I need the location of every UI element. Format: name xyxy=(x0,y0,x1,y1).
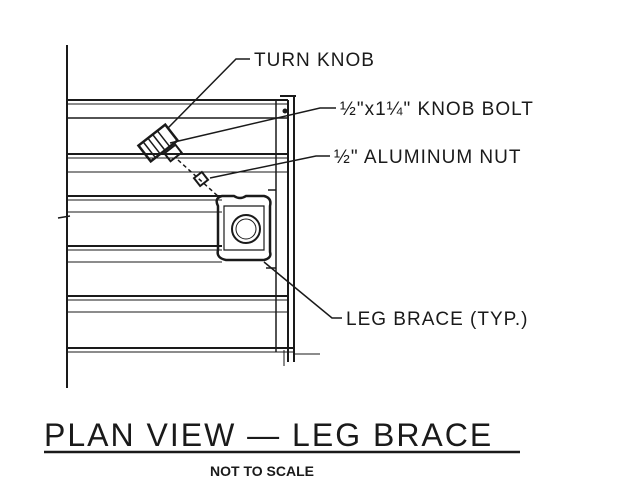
frame-rail xyxy=(266,95,296,366)
label-knob-bolt: ½"x1¼" KNOB BOLT xyxy=(340,99,534,120)
turn-knob-assembly xyxy=(136,122,221,199)
wall-tick xyxy=(57,215,71,219)
deck-boards xyxy=(67,99,320,355)
label-aluminum-nut: ½" ALUMINUM NUT xyxy=(334,147,521,168)
leader-lines xyxy=(167,58,342,319)
drawing-title: PLAN VIEW — LEG BRACE xyxy=(44,417,493,453)
drawing-subtitle: NOT TO SCALE xyxy=(210,463,314,479)
label-leg-brace: LEG BRACE (TYP.) xyxy=(346,309,528,330)
leg-brace-profile xyxy=(215,194,272,262)
label-turn-knob: TURN KNOB xyxy=(254,50,375,71)
